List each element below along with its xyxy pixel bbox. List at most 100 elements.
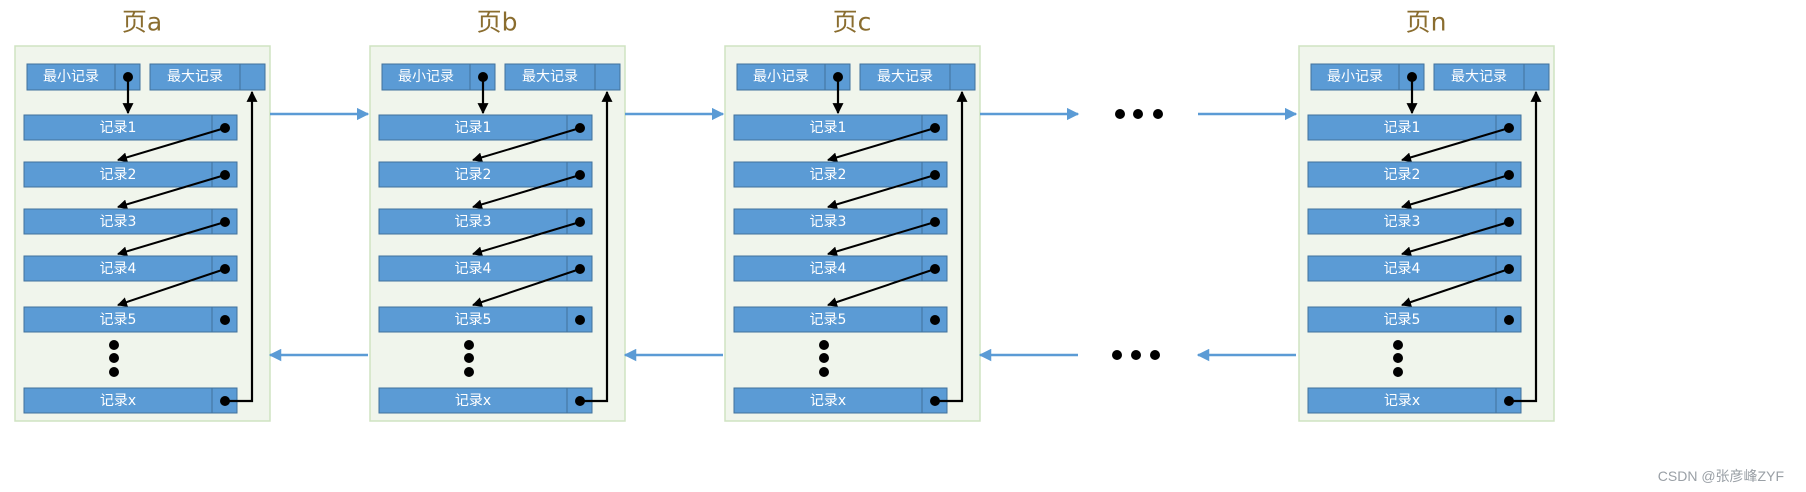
min-record-box bbox=[381, 63, 496, 91]
record-row-last: 记录x bbox=[733, 90, 968, 414]
record-label: 记录3 bbox=[455, 214, 492, 230]
ellipsis-dot bbox=[464, 367, 474, 377]
record-label: 记录2 bbox=[1384, 167, 1421, 183]
record-row: 记录3 bbox=[378, 208, 593, 257]
record-box bbox=[23, 387, 238, 414]
record-label: 记录2 bbox=[100, 167, 137, 183]
record-label: 记录4 bbox=[100, 261, 137, 277]
next-record-arrow bbox=[472, 221, 581, 257]
next-record-arrow bbox=[472, 174, 581, 210]
next-record-arrow bbox=[827, 174, 936, 210]
min-record-label: 最小记录 bbox=[398, 69, 454, 85]
record-label: 记录x bbox=[455, 393, 491, 409]
next-record-arrow bbox=[1401, 221, 1510, 257]
record-label: 记录1 bbox=[455, 120, 492, 136]
page-b: 页b最小记录最大记录记录1记录2记录3记录4记录5记录x bbox=[369, 8, 626, 422]
ellipsis-dot bbox=[109, 367, 119, 377]
max-record-box bbox=[859, 63, 976, 91]
record-label: 记录4 bbox=[1384, 261, 1421, 277]
record-label: 记录3 bbox=[1384, 214, 1421, 230]
page-c: 页c最小记录最大记录记录1记录2记录3记录4记录5记录x bbox=[724, 8, 981, 422]
next-record-arrow bbox=[117, 127, 226, 163]
record-row: 记录4 bbox=[733, 255, 948, 307]
ellipsis-dot bbox=[819, 367, 829, 377]
ellipsis-dot bbox=[1393, 340, 1403, 350]
record-label: 记录1 bbox=[1384, 120, 1421, 136]
record-label: 记录1 bbox=[100, 120, 137, 136]
record-row: 记录2 bbox=[1307, 161, 1522, 210]
min-record-box bbox=[1310, 63, 1425, 91]
record-row: 记录1 bbox=[733, 114, 948, 163]
record-row: 记录5 bbox=[378, 306, 593, 333]
next-record-arrow bbox=[827, 221, 936, 257]
record-row-last: 记录x bbox=[1307, 90, 1542, 414]
record-label: 记录1 bbox=[810, 120, 847, 136]
gap-ellipsis-dot bbox=[1131, 350, 1141, 360]
record-label: 记录x bbox=[1384, 393, 1420, 409]
min-record: 最小记录 bbox=[26, 63, 141, 115]
min-record-label: 最小记录 bbox=[43, 69, 99, 85]
record-row: 记录1 bbox=[1307, 114, 1522, 163]
record-box bbox=[23, 161, 238, 188]
record-label: 记录5 bbox=[455, 312, 492, 328]
record-label: 记录5 bbox=[1384, 312, 1421, 328]
record-box bbox=[23, 114, 238, 141]
min-record: 最小记录 bbox=[736, 63, 851, 115]
max-record-box bbox=[1433, 63, 1550, 91]
max-record-box bbox=[149, 63, 266, 91]
watermark: CSDN @张彦峰ZYF bbox=[1657, 468, 1784, 484]
max-record-label: 最大记录 bbox=[1451, 69, 1507, 85]
ellipsis-dot bbox=[819, 353, 829, 363]
ellipsis-dot bbox=[464, 353, 474, 363]
page-title: 页a bbox=[122, 8, 162, 37]
record-row: 记录3 bbox=[733, 208, 948, 257]
record-label: 记录3 bbox=[100, 214, 137, 230]
last-to-max-arrow bbox=[225, 90, 258, 403]
page-title: 页n bbox=[1406, 8, 1447, 37]
record-row: 记录2 bbox=[23, 161, 238, 210]
record-label: 记录x bbox=[810, 393, 846, 409]
record-row: 记录4 bbox=[378, 255, 593, 307]
pointer-dot bbox=[575, 315, 585, 325]
gap-ellipsis-dot bbox=[1112, 350, 1122, 360]
page-title: 页c bbox=[833, 8, 872, 37]
record-row: 记录5 bbox=[1307, 306, 1522, 333]
record-label: 记录4 bbox=[455, 261, 492, 277]
record-box bbox=[23, 306, 238, 333]
min-record-box bbox=[26, 63, 141, 91]
last-to-max-arrow bbox=[935, 90, 968, 403]
ellipsis-dot bbox=[1393, 353, 1403, 363]
record-label: 记录3 bbox=[810, 214, 847, 230]
pointer-dot bbox=[220, 315, 230, 325]
record-row: 记录4 bbox=[23, 255, 238, 307]
record-row: 记录2 bbox=[733, 161, 948, 210]
record-box bbox=[1307, 387, 1522, 414]
record-row-last: 记录x bbox=[378, 90, 613, 414]
next-record-arrow bbox=[117, 174, 226, 210]
ellipsis-dot bbox=[109, 340, 119, 350]
record-label: 记录5 bbox=[100, 312, 137, 328]
record-label: 记录x bbox=[100, 393, 136, 409]
min-record-label: 最小记录 bbox=[1327, 69, 1383, 85]
next-record-arrow bbox=[1401, 127, 1510, 163]
ellipsis-dot bbox=[1393, 367, 1403, 377]
record-row: 记录2 bbox=[378, 161, 593, 210]
min-record-box bbox=[736, 63, 851, 91]
record-row-last: 记录x bbox=[23, 90, 258, 414]
next-record-arrow bbox=[827, 268, 936, 307]
last-to-max-arrow bbox=[1509, 90, 1542, 403]
gap-ellipsis-dot bbox=[1150, 350, 1160, 360]
pointer-dot bbox=[1504, 315, 1514, 325]
min-record-label: 最小记录 bbox=[753, 69, 809, 85]
record-row: 记录4 bbox=[1307, 255, 1522, 307]
max-record-label: 最大记录 bbox=[167, 69, 223, 85]
gap-ellipsis-dot bbox=[1133, 109, 1143, 119]
next-record-arrow bbox=[1401, 174, 1510, 210]
gap-ellipsis-dot bbox=[1153, 109, 1163, 119]
next-record-arrow bbox=[827, 127, 936, 163]
record-box bbox=[378, 306, 593, 333]
record-row: 记录5 bbox=[23, 306, 238, 333]
ellipsis-dot bbox=[464, 340, 474, 350]
